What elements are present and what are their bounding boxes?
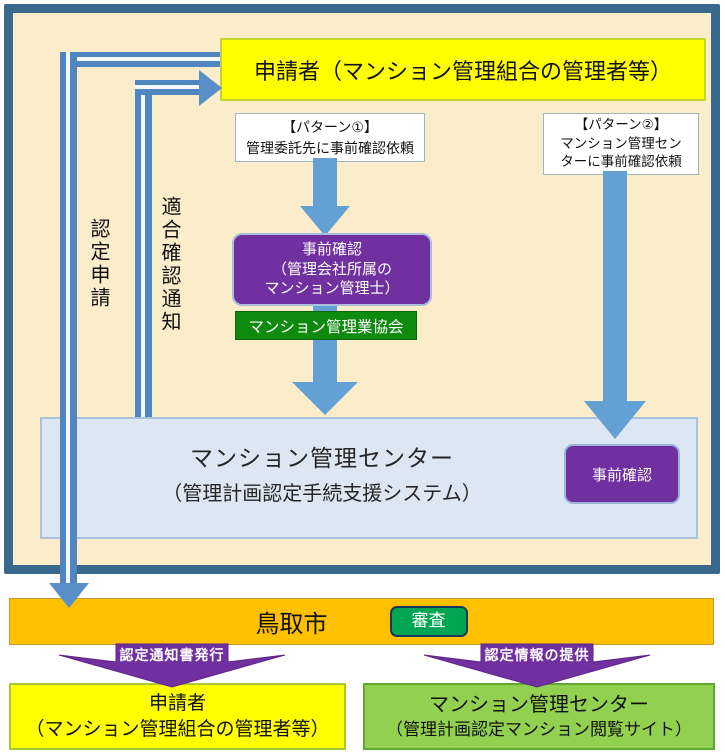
center-bottom-box: マンション管理センター （管理計画認定マンション閲覧サイト） [363,683,715,750]
arrow-pattern1-shaft [313,158,337,208]
notice-arrow-label: 認定通知書発行 [119,647,225,663]
applicant-bottom-line1: 申請者 [148,692,206,714]
tottori-city-label: 鳥取市 [255,611,328,638]
connector-application-vertical [60,52,77,584]
pattern2-title: 【パターン②】 [574,116,668,132]
arrow-pattern2-head-icon [584,401,646,439]
notice-arrow-shape-icon [58,643,286,688]
info-arrow-label: 認定情報の提供 [484,647,590,663]
tottori-city-bar: 鳥取市 審査 [9,598,714,645]
review-badge: 審査 [389,606,468,637]
management-center-text: マンション管理センター （管理計画認定手続支援システム） [92,439,552,506]
precheck-company-box: 事前確認 （管理会社所属の マンション管理士） [232,233,432,306]
precheck-center-box: 事前確認 [564,444,680,504]
pattern2-box: 【パターン②】 マンション管理セン ターに事前確認依頼 [543,113,699,175]
info-arrow-shape-icon [423,643,651,688]
association-label: マンション管理業協会 [248,318,404,336]
management-center-subtitle: （管理計画認定手続支援システム） [162,483,482,505]
precheck-company-line1: 事前確認 [301,241,362,259]
center-bottom-line2: （管理計画認定マンション閲覧サイト） [386,719,692,739]
connector-application-horizontal [60,52,220,67]
precheck-company-line2: （管理会社所属の [271,260,392,278]
notice-arrow: 認定通知書発行 [57,643,287,688]
applicant-bottom-box: 申請者 （マンション管理組合の管理者等） [9,683,346,750]
applicant-top-box: 申請者（マンション管理組合の管理者等） [220,38,706,101]
management-center-title: マンション管理センター [190,445,454,471]
connector-conformity-horizontal [135,80,203,95]
applicant-bottom-line2: （マンション管理組合の管理者等） [25,718,330,740]
pattern1-box: 【パターン①】 管理委託先に事前確認依頼 [235,113,425,162]
arrow-pattern1-head-icon [300,206,350,236]
center-bottom-line1: マンション管理センター [429,693,649,716]
pattern2-desc-line2: ターに事前確認依頼 [560,154,682,170]
connector-conformity-vertical [135,80,152,417]
connector-conformity-arrowhead-icon [199,70,222,106]
management-center-box: マンション管理センター （管理計画認定手続支援システム） 事前確認 [40,417,698,539]
arrow-pattern2-shaft [603,171,627,403]
connector-application-arrowhead-icon [49,583,89,608]
precheck-company-line3: マンション管理士） [264,280,400,298]
pattern1-title: 【パターン①】 [282,119,378,136]
info-arrow: 認定情報の提供 [422,643,652,688]
pattern1-desc: 管理委託先に事前確認依頼 [246,139,414,156]
precheck-center-label: 事前確認 [591,466,652,484]
label-conformity-notice: 適合確認通知 [158,196,180,334]
pattern2-desc-line1: マンション管理セン [560,135,682,151]
arrow-precheck-head-icon [292,382,358,415]
label-application: 認定申請 [87,218,109,310]
applicant-top-label: 申請者（マンション管理組合の管理者等） [253,58,672,84]
association-box: マンション管理業協会 [235,311,417,340]
